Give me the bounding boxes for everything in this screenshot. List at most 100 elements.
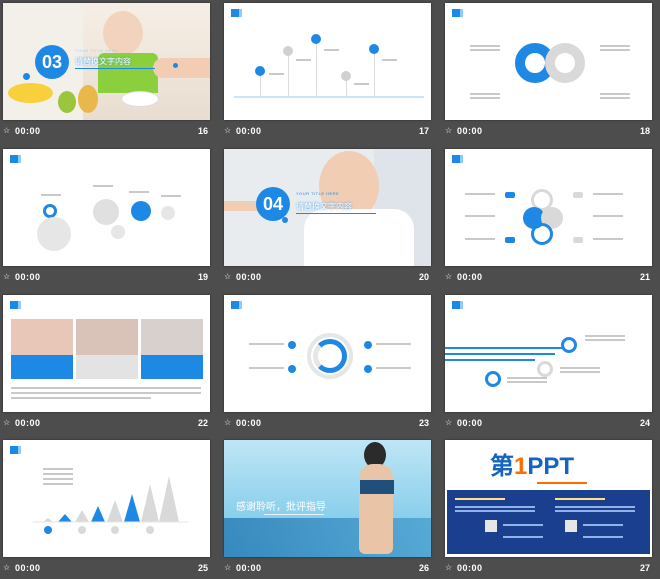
slide-tag	[452, 9, 463, 17]
slide-preview[interactable]	[445, 149, 652, 266]
apple	[58, 91, 76, 113]
slide-number: 23	[418, 418, 429, 428]
slide-thumbnail-27[interactable]: 第1PPT ☆ 00:00 27	[442, 437, 654, 579]
slide-tag	[10, 155, 21, 163]
star-icon[interactable]: ☆	[3, 418, 11, 427]
slide-preview[interactable]: 03 YOUR TITLE HERE 请替换文字内容	[3, 3, 210, 120]
slide-timing: 00:00	[236, 126, 262, 136]
slide-meta: ☆ 00:00 23	[224, 416, 431, 430]
slide-meta: ☆ 00:00 19	[3, 270, 210, 284]
slide-preview[interactable]: 04 YOUR TITLE HERE 请替换文字内容	[224, 149, 431, 266]
brand-one: 1	[514, 453, 528, 480]
slide-thumbnail-21[interactable]: ☆ 00:00 21	[442, 146, 654, 288]
english-subtitle: YOUR TITLE HERE	[296, 191, 340, 196]
slide-timing: 00:00	[457, 418, 483, 428]
hand	[153, 58, 210, 78]
section-number-badge: 04	[256, 187, 290, 221]
star-icon[interactable]: ☆	[224, 563, 232, 572]
slide-preview[interactable]	[3, 295, 210, 412]
star-icon[interactable]: ☆	[445, 418, 453, 427]
star-icon[interactable]: ☆	[224, 272, 232, 281]
slide-number: 25	[197, 563, 208, 573]
slide-timing: 00:00	[457, 126, 483, 136]
slide-meta: ☆ 00:00 18	[445, 124, 652, 138]
slide-timing: 00:00	[236, 272, 262, 282]
slide-preview[interactable]	[445, 295, 652, 412]
footer-panel	[447, 490, 650, 554]
slide-tag	[231, 9, 242, 17]
star-icon[interactable]: ☆	[3, 563, 11, 572]
slide-number: 17	[418, 126, 429, 136]
slide-number: 21	[639, 272, 650, 282]
slide-meta: ☆ 00:00 17	[224, 124, 431, 138]
slide-meta: ☆ 00:00 27	[445, 561, 652, 575]
slide-timing: 00:00	[457, 272, 483, 282]
slide-number: 22	[197, 418, 208, 428]
high-chair	[98, 53, 158, 93]
slide-meta: ☆ 00:00 26	[224, 561, 431, 575]
slide-number: 24	[639, 418, 650, 428]
slide-preview[interactable]	[445, 3, 652, 120]
slide-thumbnail-22[interactable]: ☆ 00:00 22	[0, 292, 212, 434]
brand-prefix: 第	[490, 453, 514, 480]
slide-timing: 00:00	[15, 563, 41, 573]
slide-tag	[10, 446, 21, 454]
baby-face	[103, 11, 143, 55]
slide-preview[interactable]: 第1PPT	[445, 440, 652, 557]
photo-2	[76, 319, 138, 355]
slide-tag	[452, 155, 463, 163]
photo-1	[11, 319, 73, 355]
slide-timing: 00:00	[15, 418, 41, 428]
slide-preview[interactable]: 感谢聆听，批评指导	[224, 440, 431, 557]
slide-timing: 00:00	[457, 563, 483, 573]
slide-timing: 00:00	[15, 272, 41, 282]
slide-preview[interactable]	[224, 3, 431, 120]
slide-meta: ☆ 00:00 22	[3, 416, 210, 430]
slide-meta: ☆ 00:00 20	[224, 270, 431, 284]
timeline-axis	[234, 96, 424, 98]
slide-number: 16	[197, 126, 208, 136]
slide-meta: ☆ 00:00 21	[445, 270, 652, 284]
slide-thumbnail-26[interactable]: 感谢聆听，批评指导 ☆ 00:00 26	[221, 437, 433, 579]
slide-thumbnail-25[interactable]: ☆ 00:00 25	[0, 437, 212, 579]
section-number-badge: 03	[35, 45, 69, 79]
title-underline	[75, 68, 155, 69]
slide-timing: 00:00	[15, 126, 41, 136]
slide-timing: 00:00	[236, 418, 262, 428]
english-subtitle: YOUR TITLE HERE	[75, 48, 119, 53]
ring-right	[545, 43, 585, 83]
star-icon[interactable]: ☆	[3, 126, 11, 135]
slide-tag	[10, 301, 21, 309]
figure	[359, 464, 393, 554]
star-icon[interactable]: ☆	[3, 272, 11, 281]
thanks-title: 感谢聆听，批评指导	[236, 502, 326, 513]
star-icon[interactable]: ☆	[224, 418, 232, 427]
section-title: 请替换文字内容	[296, 202, 352, 211]
slide-thumbnail-19[interactable]: ☆ 00:00 19	[0, 146, 212, 288]
baby-body	[304, 209, 414, 266]
slide-tag	[452, 301, 463, 309]
star-icon[interactable]: ☆	[445, 126, 453, 135]
slide-thumbnail-18[interactable]: ☆ 00:00 18	[442, 0, 654, 142]
star-icon[interactable]: ☆	[224, 126, 232, 135]
slide-preview[interactable]	[3, 149, 210, 266]
bananas	[8, 83, 53, 103]
slide-thumbnail-17[interactable]: ☆ 00:00 17	[221, 0, 433, 142]
progress-ring	[313, 339, 347, 373]
hair	[364, 442, 386, 468]
slide-number: 27	[639, 563, 650, 573]
section-title: 请替换文字内容	[75, 57, 131, 66]
bowl	[121, 91, 159, 107]
slide-preview[interactable]	[3, 440, 210, 557]
slide-number: 19	[197, 272, 208, 282]
slide-thumbnail-24[interactable]: ☆ 00:00 24	[442, 292, 654, 434]
title-underline	[296, 213, 376, 214]
slide-preview[interactable]	[224, 295, 431, 412]
pear	[78, 85, 98, 113]
slide-thumbnail-16[interactable]: 03 YOUR TITLE HERE 请替换文字内容 ☆ 00:00 16	[0, 0, 212, 142]
star-icon[interactable]: ☆	[445, 272, 453, 281]
slide-thumbnail-23[interactable]: ☆ 00:00 23	[221, 292, 433, 434]
slide-thumbnail-20[interactable]: 04 YOUR TITLE HERE 请替换文字内容 ☆ 00:00 20	[221, 146, 433, 288]
star-icon[interactable]: ☆	[445, 563, 453, 572]
